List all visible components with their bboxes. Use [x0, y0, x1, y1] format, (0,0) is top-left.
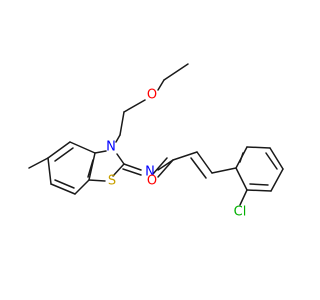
bond-c3a-c4 [69, 141, 96, 154]
bond-s-c2 [112, 163, 125, 177]
molecule-svg: O N S N O Cl [28, 63, 284, 220]
bond-methyl [28, 157, 49, 169]
bond-c4-c5-inner [54, 147, 74, 162]
molecule-structure-diagram: O N S N O Cl [28, 63, 284, 220]
bond-ar-6-inner [239, 152, 244, 163]
bond-c6-c7 [50, 183, 76, 195]
bond-ar-5 [246, 146, 271, 149]
bond-n-carbonyl [157, 159, 174, 171]
bond-ethyl-ch3 [163, 63, 189, 81]
ethoxyethyl-chain [115, 63, 189, 143]
bond-c7-c7a [74, 179, 90, 195]
atom-n-ring: N [106, 140, 116, 155]
bond-alkene-1 [196, 151, 213, 174]
bond-c6-c7-inner [54, 179, 75, 189]
atom-n-imine: N [145, 165, 155, 180]
bond-ar-4-inner [265, 152, 278, 170]
atom-o-ether: O [147, 88, 157, 103]
bond-c4-c5 [47, 141, 71, 159]
bond-c3a-c7a-inner [87, 159, 94, 178]
bond-carbonyl-alpha [172, 151, 198, 161]
bond-c-cl [239, 189, 248, 206]
atom-s-ring: S [108, 174, 116, 189]
bond-carbonyl-o-2 [152, 157, 168, 175]
bond-ar-2 [246, 189, 272, 192]
bond-ch2-n [115, 134, 121, 143]
bond-c2-n-imine-1 [123, 163, 142, 171]
bond-o-ch2 [123, 99, 146, 113]
bond-c7a-s [88, 179, 106, 182]
bond-c5-c6 [47, 157, 52, 185]
bond-alkene-2 [190, 157, 207, 179]
acrylamide-linker [122, 151, 237, 179]
bond-c2-n [116, 153, 125, 165]
bond-vinyl-aryl [211, 167, 237, 174]
bond-ar-4 [269, 147, 284, 170]
bond-ch2-ch2 [119, 111, 125, 136]
bond-c3a-c7a [88, 152, 96, 181]
chlorophenyl-ring [235, 146, 284, 206]
bond-ar-3 [270, 168, 284, 192]
atom-o-carbonyl: O [147, 174, 157, 189]
benzothiazole-ring [28, 141, 125, 195]
bond-carbonyl-o-1 [157, 159, 174, 178]
atom-cl: Cl [234, 205, 247, 220]
bond-ar-1 [235, 167, 248, 191]
bond-n-c3a [94, 150, 107, 154]
bond-c2-n-imine-2 [122, 168, 142, 176]
bond-ethyl-o [157, 79, 165, 91]
bond-ar-2-inner [249, 183, 269, 186]
